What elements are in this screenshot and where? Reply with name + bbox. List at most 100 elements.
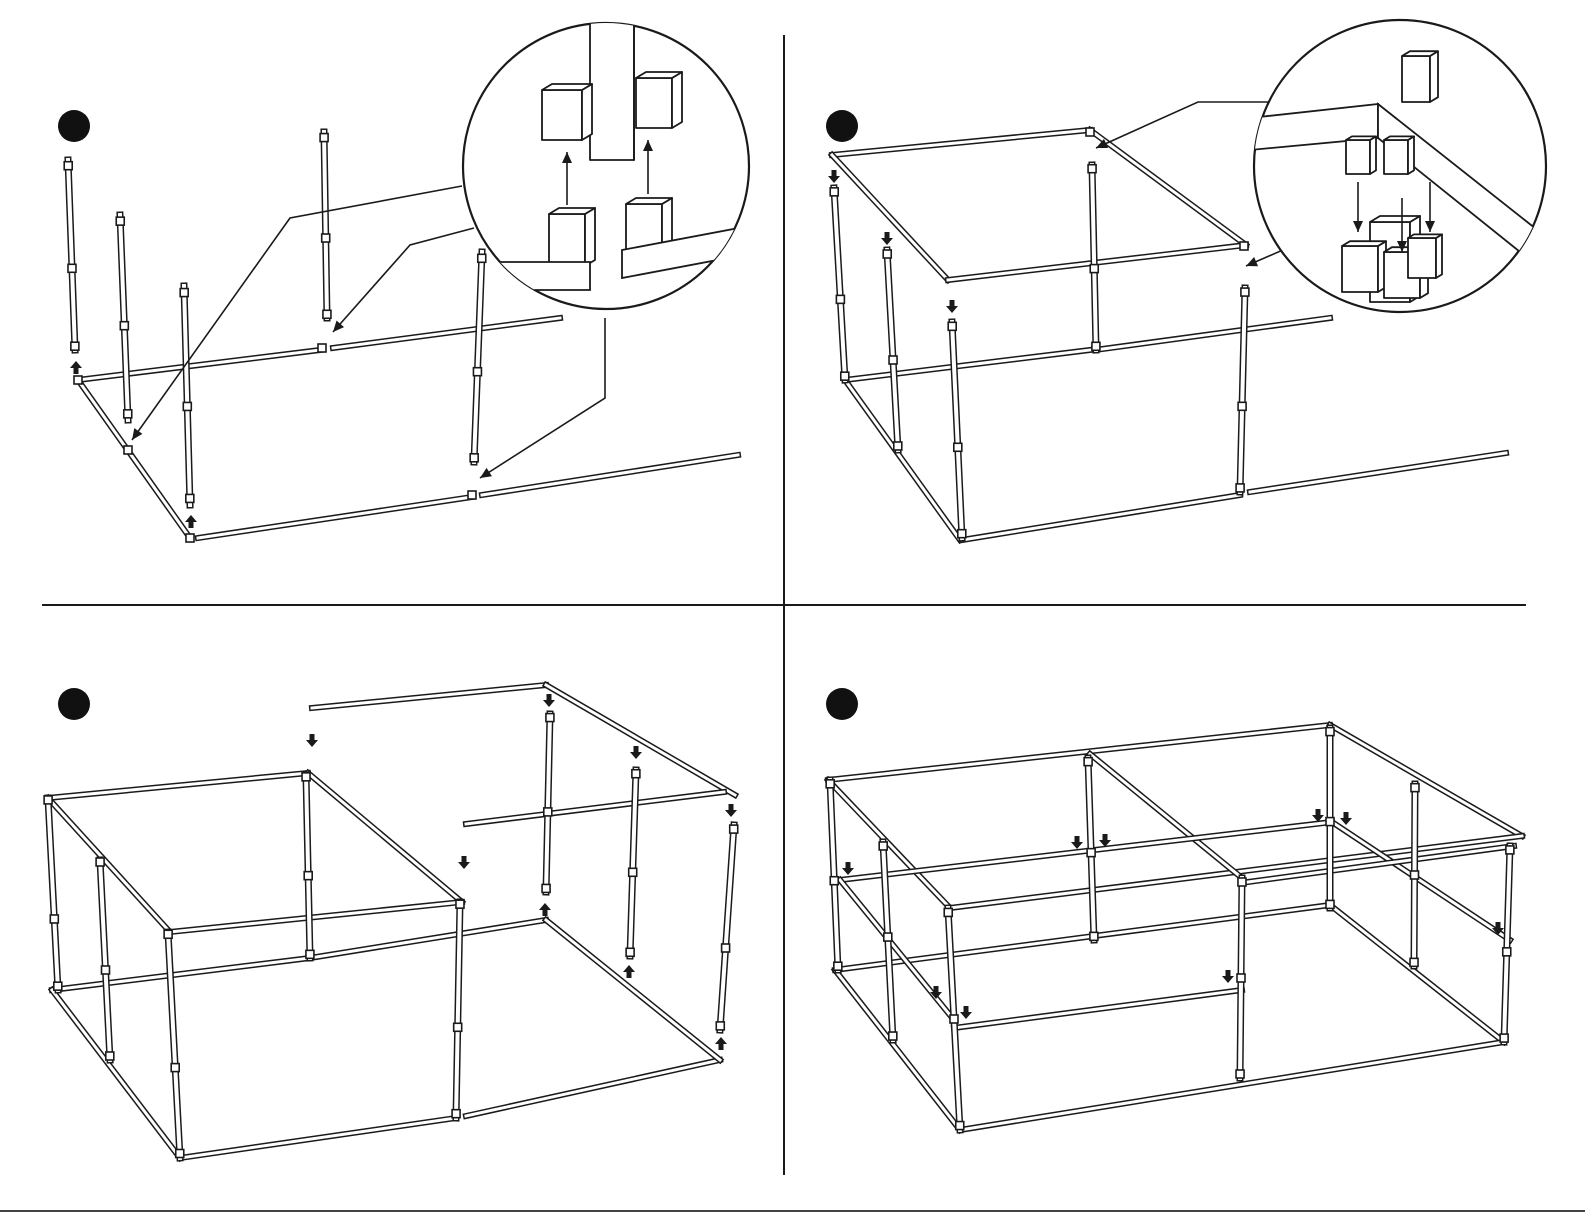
post-3-connector-1 [183,402,191,410]
post-5-connector-0 [1326,728,1334,736]
base-rail-back-extension [310,920,546,958]
post-3-connector-2 [956,1122,964,1130]
top-rail-back [48,773,308,798]
step-4-illustration [790,610,1570,1210]
base-rail-back-right [333,318,560,348]
base-rail-front [180,1118,456,1158]
lower-arrow-front-rail [458,856,470,869]
base-rail-left-side [845,380,960,540]
post-3 [168,932,180,1158]
lower-arrow-1 [828,170,840,183]
insert-arrow-mid-post [623,965,635,978]
post-1-connector-1 [50,915,58,923]
post-4-connector-1 [304,872,312,880]
lower-arrow-8 [960,1006,972,1019]
post-1 [834,188,845,380]
lower-arrow-1 [842,862,854,875]
zoom-socket-right [1408,234,1442,278]
zoom-central-post [590,10,634,160]
post-5-connector-0 [478,254,486,262]
post-2-connector-2 [124,410,132,418]
post-1-connector-2 [834,962,842,970]
post-5-connector-0 [456,900,464,908]
post-1-connector-1 [830,877,838,885]
post-4-connector-1 [1090,265,1098,273]
top-rail-front [170,902,462,932]
new-post-back-connector-2 [542,884,550,892]
post-5-connector-1 [1238,402,1246,410]
new-top-rail-front [466,792,724,824]
post-1 [48,798,58,990]
post-3 [184,286,190,505]
post-1-connector-2 [841,372,849,380]
zoom-socket-right [636,72,682,128]
lower-arrow-2 [881,232,893,245]
zoom-top-peg [1402,51,1438,102]
step-2-illustration [790,0,1570,600]
post-2-connector-1 [884,933,892,941]
step-1-illustration [0,0,780,600]
insert-arrow-up-1 [70,361,82,374]
post-1-connector-0 [64,162,72,170]
post-6-connector-0 [1411,784,1419,792]
zoom-under-peg-left [1346,136,1376,174]
post-3 [952,322,962,538]
post-8-connector-0 [1506,846,1514,854]
post-6-connector-1 [1411,871,1419,879]
post-4-connector-0 [302,773,310,781]
post-2 [887,250,898,450]
zoom-socket-left [1342,241,1386,292]
post-3-connector-2 [186,494,194,502]
post-2-connector-2 [894,442,902,450]
post-1 [830,780,838,970]
post-2 [120,215,128,420]
post-2 [100,860,110,1060]
base-rail-front-extension [466,1060,720,1116]
new-post-mid-connector-1 [629,868,637,876]
post-3-connector-1 [954,443,962,451]
post-5-connector-2 [1326,900,1334,908]
post-3-connector-0 [944,908,952,916]
leader-line-front-post [480,318,605,478]
top-rail-back [832,130,1090,155]
post-2-connector-0 [883,250,891,258]
post-5 [474,252,482,462]
leader-line-top-corner [1096,102,1276,148]
lower-arrow-front-post [725,804,737,817]
post-1-connector-1 [836,295,844,303]
base-rail-front-left [962,495,1240,540]
post-4 [1092,165,1096,350]
new-post-mid [630,770,636,956]
lower-arrow-mid-post [630,746,642,759]
post-5-connector-2 [452,1110,460,1118]
base-rail-front-right [482,455,738,495]
middle-rail-front-left [954,990,1242,1028]
zoom-under-peg-right [1384,136,1414,174]
step-3-illustration [0,610,780,1210]
base-rail-left-side [52,990,180,1158]
new-post-mid-connector-2 [626,948,634,956]
post-4-connector-2 [1090,932,1098,940]
lower-arrow-back-post [543,694,555,707]
post-3-connector-0 [164,930,172,938]
post-4-connector-0 [320,134,328,142]
post-4-connector-2 [1092,342,1100,350]
post-5-connector-0 [1241,288,1249,296]
base-rail-back-right [1095,318,1330,350]
horizontal-divider [42,604,1526,606]
post-7-connector-1 [1237,974,1245,982]
step-1-panel [0,0,780,600]
post-2-connector-1 [120,322,128,330]
new-post-back [546,714,550,892]
insert-arrow-back-post [539,903,551,916]
post-8-connector-1 [1503,948,1511,956]
top-rail-right-side [1330,725,1522,836]
lower-arrow-4 [1312,809,1324,822]
bottom-rule [0,1210,1585,1212]
base-rail-left-side [835,970,960,1130]
post-3-connector-1 [171,1064,179,1072]
post-4 [324,132,327,318]
post-2-connector-1 [102,966,110,974]
lower-arrow-3 [1099,834,1111,847]
